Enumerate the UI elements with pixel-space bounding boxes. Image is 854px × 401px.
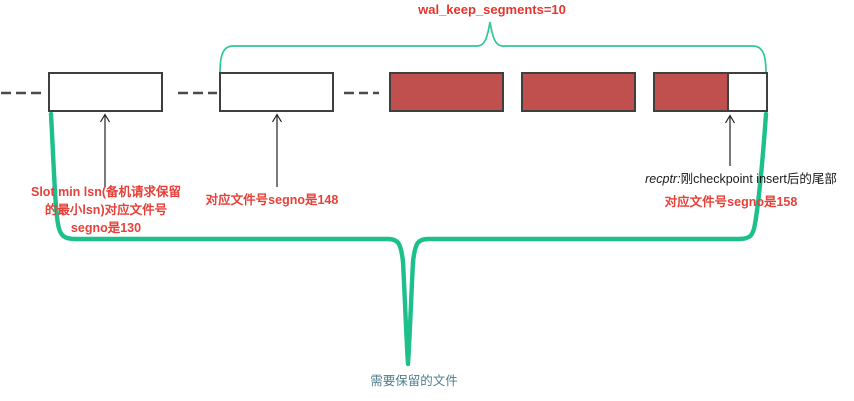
label-slot-min-lsn: Slot min lsn(备机请求保留 的最小lsn)对应文件号 segno是1…: [31, 183, 181, 237]
label-slot-min-lsn-line2: 的最小lsn)对应文件号: [44, 203, 168, 217]
arrow-slot-min-lsn: [99, 113, 111, 187]
label-recptr-prefix: recptr:: [645, 172, 681, 186]
wal-segment-box-filled-1: [389, 72, 504, 112]
label-files-to-keep: 需要保留的文件: [370, 374, 458, 388]
wal-segment-box-158: [653, 72, 768, 112]
label-segno-148: 对应文件号segno是148: [205, 193, 339, 207]
label-slot-min-lsn-line3: segno是130: [70, 221, 142, 235]
label-recptr-text: 刚checkpoint insert后的尾部: [680, 172, 837, 186]
bottom-brace: [48, 111, 769, 367]
label-recptr: recptr:刚checkpoint insert后的尾部: [645, 168, 837, 187]
wal-segment-158-empty-part: [729, 74, 766, 110]
label-segno-158: 对应文件号segno是158: [664, 195, 798, 209]
wal-keep-segments-title: wal_keep_segments=10: [418, 2, 566, 17]
wal-segment-box-148: [219, 72, 334, 112]
wal-segment-box-filled-2: [521, 72, 636, 112]
wal-segment-box-130: [48, 72, 163, 112]
top-brace: [219, 21, 767, 75]
arrow-segno-148: [271, 113, 283, 187]
wal-segment-158-written-part: [655, 74, 730, 110]
label-slot-min-lsn-line1: Slot min lsn(备机请求保留: [30, 185, 182, 199]
arrow-recptr: [724, 114, 736, 166]
